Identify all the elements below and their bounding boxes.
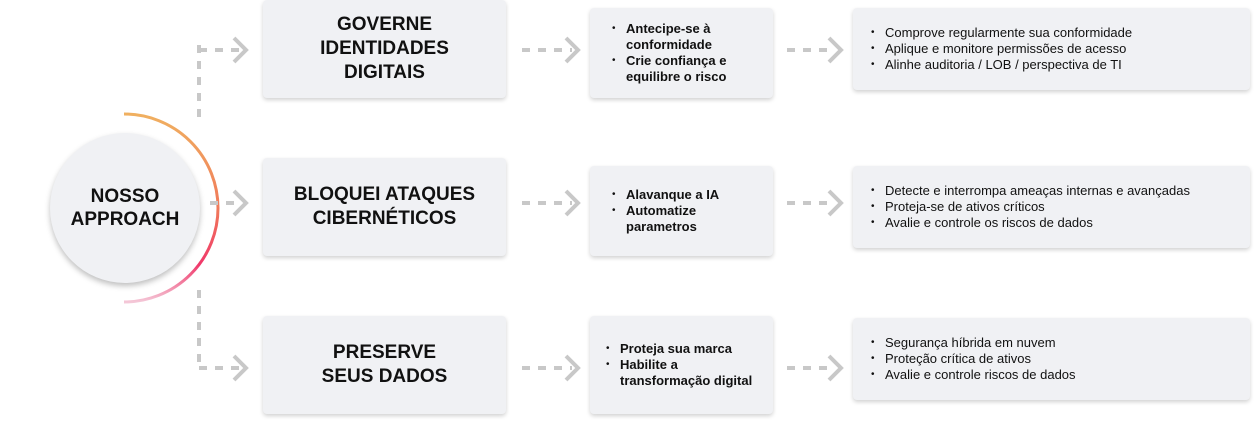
actions-box: Detecte e interrompa ameaças internas e … — [853, 166, 1250, 248]
goals-box: Proteja sua marcaHabilite a transformaçã… — [590, 316, 773, 414]
list-item: Comprove regularmente sua conformidade — [871, 25, 1240, 41]
list-item: Alinhe auditoria / LOB / perspectiva de … — [871, 57, 1240, 73]
goals-box: Alavanque a IAAutomatize parametros — [590, 166, 773, 256]
chevron-icons — [232, 36, 844, 382]
list-item: Habilite a transformação digital — [606, 357, 763, 389]
actions-box: Segurança híbrida em nuvemProteção críti… — [853, 318, 1250, 400]
list-item: Automatize parametros — [612, 203, 763, 235]
actions-box: Comprove regularmente sua conformidadeAp… — [853, 8, 1250, 90]
list-item: Aplique e monitore permissões de acesso — [871, 41, 1240, 57]
list-item: Avalie e controle os riscos de dados — [871, 215, 1240, 231]
list-item: Alavanque a IA — [612, 187, 763, 203]
goals-box: Antecipe-se à conformidadeCrie confiança… — [590, 8, 773, 98]
gradient-arc — [123, 112, 220, 304]
list-item: Segurança híbrida em nuvem — [871, 335, 1240, 351]
list-item: Proteção crítica de ativos — [871, 351, 1240, 367]
list-item: Proteja-se de ativos críticos — [871, 199, 1240, 215]
list-item: Antecipe-se à conformidade — [612, 21, 763, 53]
list-item: Detecte e interrompa ameaças internas e … — [871, 183, 1240, 199]
list-item: Avalie e controle riscos de dados — [871, 367, 1240, 383]
list-item: Proteja sua marca — [606, 341, 763, 357]
list-item: Crie confiança e equilibre o risco — [612, 53, 763, 85]
